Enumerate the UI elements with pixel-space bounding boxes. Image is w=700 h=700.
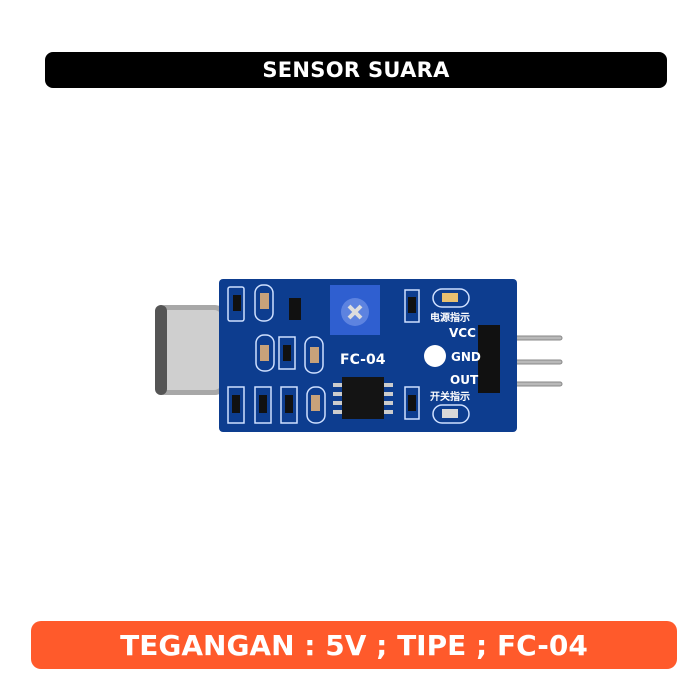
- switch-led: [432, 404, 470, 424]
- power-led: [432, 288, 470, 308]
- title-text: SENSOR SUARA: [262, 58, 450, 82]
- pin-label-vcc: VCC: [449, 326, 476, 340]
- spec-banner: TEGANGAN : 5V ; TIPE ; FC-04: [31, 621, 677, 669]
- switch-led-label: 开关指示: [430, 390, 470, 403]
- title-banner: SENSOR SUARA: [45, 52, 667, 88]
- pin-header: [478, 325, 500, 393]
- model-label: FC-04: [340, 352, 386, 368]
- power-led-label: 电源指示: [430, 311, 470, 324]
- pin-label-gnd: GND: [451, 350, 481, 364]
- mounting-hole: [424, 345, 446, 367]
- smd-components: [227, 284, 420, 424]
- microphone: [155, 305, 225, 395]
- spec-text: TEGANGAN : 5V ; TIPE ; FC-04: [120, 628, 588, 662]
- pin-label-out: OUT: [450, 373, 479, 387]
- op-amp-chip: [333, 377, 393, 419]
- potentiometer: [330, 285, 380, 335]
